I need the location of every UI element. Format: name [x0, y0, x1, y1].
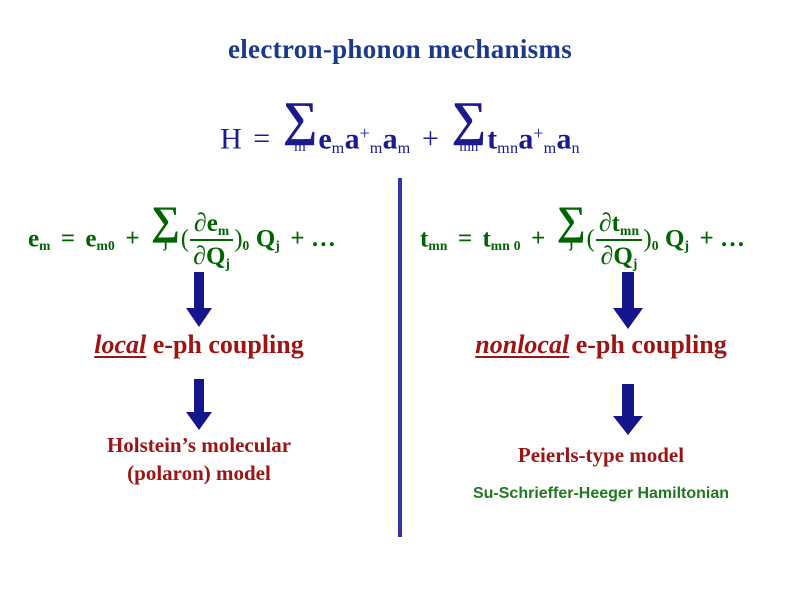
right-model-line1: Peierls-type model [517, 443, 685, 467]
right-derivative-denominator: ∂Qj [596, 241, 643, 271]
term1-creation-operator: a [344, 122, 360, 156]
term2-annihilation-sub: n [571, 139, 580, 158]
right-denominator-sub: j [632, 255, 638, 271]
term1-coefficient: e [318, 122, 332, 156]
partial-symbol: ∂ [600, 240, 614, 270]
term1-annihilation-sub: m [397, 139, 411, 158]
left-model-line1: Holstein’s molecular [106, 433, 292, 457]
right-lhs-sub: mn [428, 238, 448, 254]
term2-creation-operator: a [518, 122, 534, 156]
term1-coefficient-sub: m [331, 139, 345, 158]
left-close-paren-sub: 0 [242, 238, 250, 254]
partial-symbol: ∂ [193, 207, 207, 237]
term1-creation-superscript: + [359, 123, 370, 144]
right-coupling-heading: nonlocal e-ph coupling [402, 330, 800, 360]
right-coupling-emphasis: nonlocal [475, 330, 570, 359]
left-coupling-heading: local e-ph coupling [0, 330, 398, 360]
term2-creation-sub: m [543, 139, 557, 158]
page-title: electron-phonon mechanisms [227, 34, 573, 64]
left-summation-symbol: ∑ j [150, 198, 180, 252]
summation-symbol-term2: ∑ mn [451, 92, 487, 155]
right-zeroth-sub: mn 0 [490, 238, 521, 254]
left-derivative-numerator: ∂em [190, 207, 234, 241]
summation-symbol-term1: ∑ m [282, 92, 318, 155]
left-model-label: Holstein’s molecular (polaron) model [0, 432, 398, 488]
left-numerator-variable: e [206, 209, 218, 237]
left-open-paren: ( [180, 225, 190, 253]
left-lhs: e [28, 225, 40, 253]
right-derivative-numerator: ∂tmn [595, 207, 643, 241]
right-model-label: Peierls-type model [402, 442, 800, 470]
right-trailing-terms: + … [699, 225, 746, 253]
left-zeroth-sub: m0 [96, 238, 116, 254]
left-plus: + [125, 225, 140, 253]
right-summation-symbol: ∑ j [556, 198, 586, 252]
sigma-glyph: ∑ [556, 198, 586, 243]
left-coupling-rest: e-ph coupling [146, 330, 304, 359]
left-derivative-denominator: ∂Qj [190, 241, 233, 271]
vertical-divider [398, 178, 402, 537]
left-expansion-equation: em = em0 + ∑ j (∂em∂Qj)0 Qj + … [28, 198, 340, 272]
term2-coefficient: t [487, 122, 498, 156]
hamiltonian-plus: + [422, 122, 439, 156]
right-numerator-sub: mn [620, 222, 640, 238]
sigma-glyph: ∑ [451, 92, 487, 146]
right-close-paren-sub: 0 [651, 238, 659, 254]
left-lhs-sub: m [39, 238, 51, 254]
left-close-paren: ) [234, 225, 243, 253]
sigma-limit: j [163, 237, 168, 252]
ssh-hamiltonian-annotation: Su-Schrieffer-Heeger Hamiltonian [472, 485, 730, 502]
term1-creation-sub: m [369, 139, 383, 158]
right-lhs: t [420, 225, 429, 253]
right-plus: + [531, 225, 546, 253]
term2-annihilation-operator: a [556, 122, 572, 156]
hamiltonian-equation: H = ∑ m ema+mam + ∑ mn tmna+man [0, 92, 800, 158]
term1-annihilation-operator: a [382, 122, 398, 156]
right-zeroth-term: t [482, 225, 491, 253]
arrow-left-upper [181, 272, 217, 333]
sigma-limit: m [294, 138, 306, 155]
arrow-left-lower [181, 379, 217, 436]
left-derivative-fraction: ∂em∂Qj [190, 207, 234, 271]
sigma-glyph: ∑ [282, 92, 318, 146]
right-numerator-variable: t [611, 209, 620, 237]
sigma-limit: mn [459, 138, 479, 155]
right-derivative-fraction: ∂tmn∂Qj [595, 207, 643, 271]
arrow-right-upper [608, 272, 648, 335]
left-coordinate-sub: j [275, 238, 281, 254]
left-denominator-variable: Q [205, 242, 226, 270]
term2-coefficient-sub: mn [497, 139, 519, 158]
left-model-line2: (polaron) model [127, 460, 271, 485]
term2-creation-superscript: + [533, 123, 544, 144]
right-denominator-variable: Q [613, 242, 633, 270]
arrow-right-lower [608, 384, 648, 441]
left-denominator-sub: j [225, 255, 231, 271]
right-equals: = [457, 225, 473, 253]
left-zeroth-term: e [85, 225, 97, 253]
hamiltonian-equals: = [253, 122, 271, 156]
right-close-paren: ) [643, 225, 652, 253]
partial-symbol: ∂ [598, 207, 612, 237]
right-expansion-equation: tmn = tmn 0 + ∑ j (∂tmn∂Qj)0 Qj + … [420, 198, 749, 272]
partial-symbol: ∂ [193, 240, 206, 270]
left-numerator-sub: m [217, 222, 230, 238]
right-coordinate-sub: j [684, 238, 690, 254]
left-equals: = [60, 225, 76, 253]
sigma-glyph: ∑ [150, 198, 180, 243]
hamiltonian-lhs: H [220, 122, 242, 156]
right-coordinate: Q [665, 225, 685, 253]
left-coupling-emphasis: local [94, 330, 147, 359]
right-coupling-rest: e-ph coupling [569, 330, 727, 359]
sigma-limit: j [568, 237, 574, 252]
left-trailing-terms: + … [290, 225, 336, 253]
right-open-paren: ( [586, 225, 595, 253]
left-coordinate: Q [255, 225, 276, 253]
